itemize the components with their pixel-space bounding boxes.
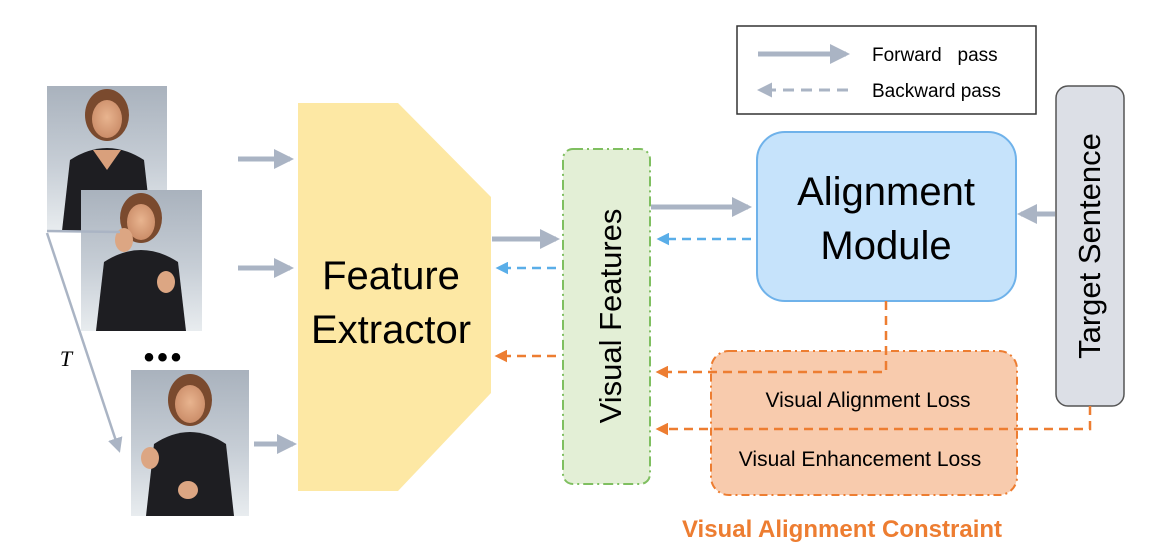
alignment-module-label-line1: Alignment xyxy=(797,170,975,214)
frame-1-signer-face xyxy=(92,100,122,138)
legend-forward-label: Forward pass xyxy=(872,45,998,66)
visual-features-box xyxy=(562,148,651,485)
frame-3-signer-face xyxy=(175,385,205,423)
constraint-title: Visual Alignment Constraint xyxy=(682,516,1002,543)
frame-2-signer-body xyxy=(96,250,186,331)
frame-3-signer-body xyxy=(146,432,234,516)
target-sentence-label: Target Sentence xyxy=(1072,133,1107,359)
visual-enhancement-loss-label: Visual Enhancement Loss xyxy=(739,448,981,471)
visual-features-label: Visual Features xyxy=(593,209,628,424)
alignment-module-box xyxy=(756,131,1017,302)
legend-box xyxy=(736,25,1037,115)
time-label: T xyxy=(60,346,74,371)
alignment-loss-arrow xyxy=(655,301,888,379)
feature-extractor-label-line1: Feature xyxy=(322,254,460,298)
feature-extractor-box xyxy=(298,103,491,491)
enhancement-loss-arrow xyxy=(655,406,1092,436)
legend-backward-label: Backward pass xyxy=(872,81,1001,102)
time-axis-top xyxy=(46,229,121,234)
loss-box xyxy=(710,350,1018,496)
frame-3-signer-hand-right xyxy=(178,481,198,499)
frame-2-signer-face xyxy=(127,204,155,240)
frame-ellipsis: ••• xyxy=(144,341,185,374)
legend: Forward pass Backward pass xyxy=(736,25,1037,115)
frame-3-signer-hand-left xyxy=(141,447,159,469)
alignment-module-label-line2: Module xyxy=(820,224,951,268)
time-axis-arrow xyxy=(45,232,123,453)
frame-2-signer-hand-right xyxy=(157,271,175,293)
frame-1-signer-neck xyxy=(93,150,121,170)
frame-3 xyxy=(131,370,249,516)
feature-extractor-label-line2: Extractor xyxy=(311,308,471,352)
frame-2-signer-hand-left xyxy=(115,228,133,252)
frame-2 xyxy=(81,190,202,331)
visual-alignment-loss-label: Visual Alignment Loss xyxy=(765,389,970,412)
